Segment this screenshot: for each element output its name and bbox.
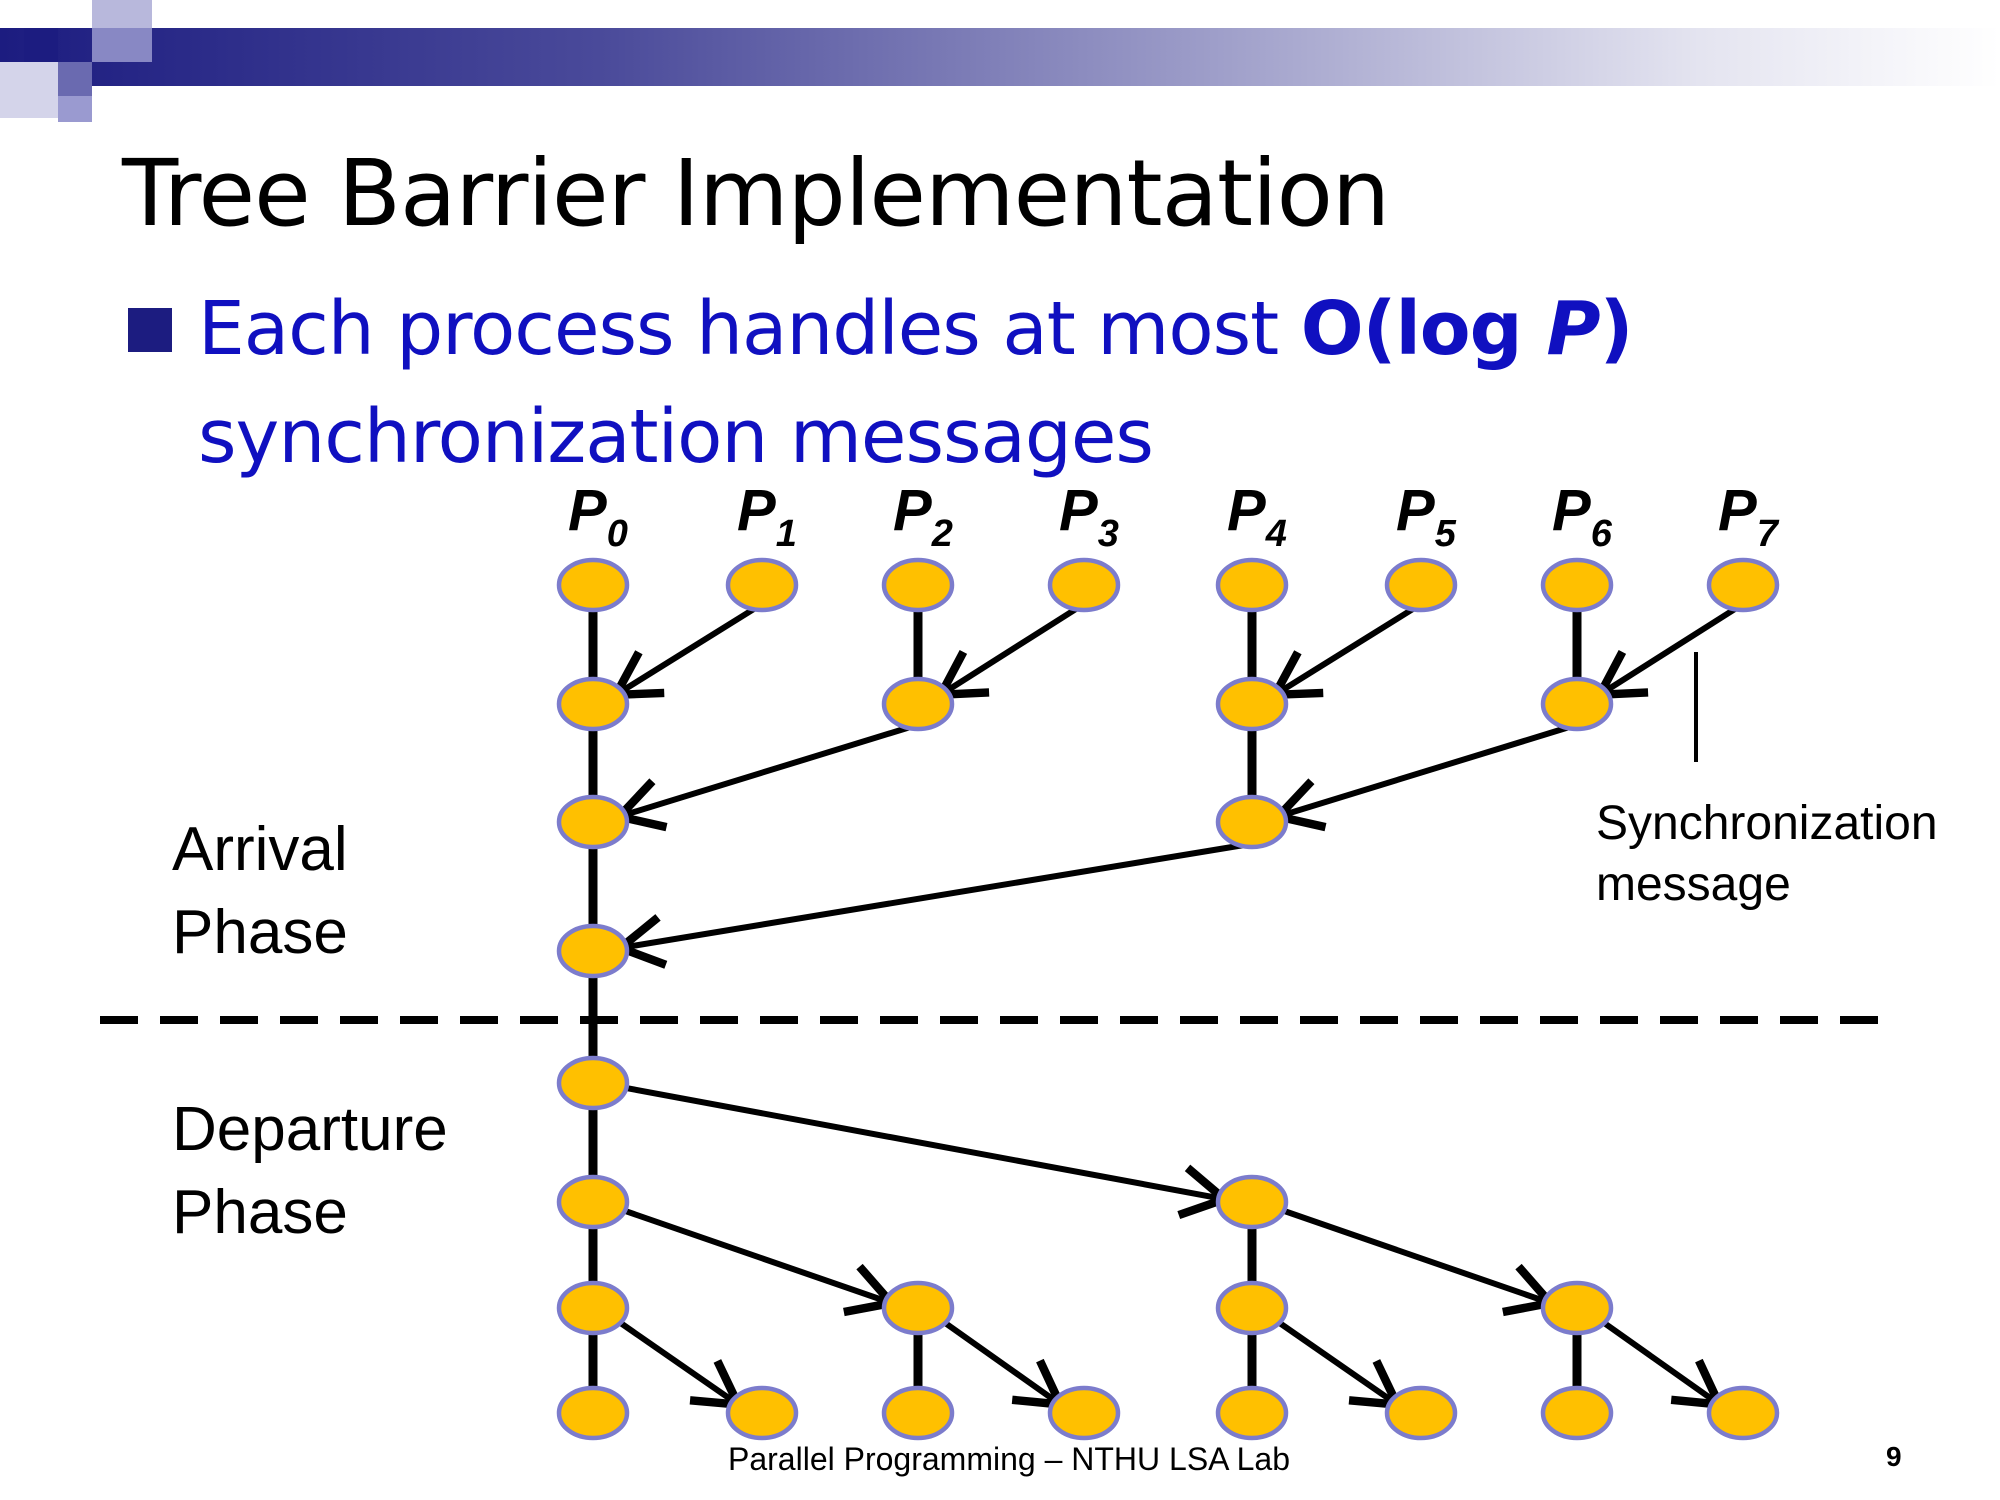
departure-line2: Phase [172,1178,348,1247]
process-node [1215,1280,1289,1336]
sync-message-arrow [1267,605,1417,700]
sync-message-arrow [611,724,912,832]
process-node [556,1280,630,1336]
bullet-text: Each process handles at most O(log P) syn… [198,275,1698,491]
process-label-p0: P0 [568,478,628,555]
arrival-line1: Arrival [172,815,348,884]
process-node [1215,676,1289,732]
process-node [1384,557,1458,613]
process-node [556,794,630,850]
process-node [881,676,955,732]
logo-square-dark [24,28,58,62]
process-node [556,1385,630,1441]
logo-square-light [0,62,58,118]
process-node [556,676,630,732]
process-node [1384,1385,1458,1441]
header-band [0,28,2000,86]
process-node [1215,557,1289,613]
emphasis-close: ) [1599,286,1634,372]
process-node [1540,1385,1614,1441]
sync-message-arrow [1266,1202,1559,1317]
logo-square-mid [92,28,152,62]
process-node [556,1055,630,1111]
process-node [881,1385,955,1441]
arrival-line2: Phase [172,898,348,967]
process-node [725,1385,799,1441]
process-node [556,923,630,979]
arrival-phase-label: Arrival Phase [172,808,348,974]
sync-message-arrow [607,1202,900,1317]
logo-square-light [58,96,92,122]
footer-text: Parallel Programming – NTHU LSA Lab [728,1441,1291,1477]
sync-message-arrow [1588,1310,1727,1410]
process-node [1540,676,1614,732]
bullet-emphasis: O(log P) [1300,286,1634,372]
process-label-p6: P6 [1552,478,1613,555]
departure-phase-label: Departure Phase [172,1088,448,1254]
sync-message-arrow [1263,1310,1405,1410]
process-node [881,1280,955,1336]
process-label-p7: P7 [1718,478,1780,555]
sync-message-arrow [604,1310,746,1410]
process-node [1047,1385,1121,1441]
bullet-prefix: Each process handles at most [198,286,1301,372]
process-node [1706,557,1780,613]
process-node [1215,1385,1289,1441]
process-label-p3: P3 [1059,478,1119,555]
process-label-p5: P5 [1396,478,1457,555]
process-label-p4: P4 [1227,478,1287,555]
process-node [1540,557,1614,613]
emphasis-o: O(log [1300,286,1547,372]
slide-title: Tree Barrier Implementation [122,140,1390,247]
emphasis-p: P [1546,286,1600,372]
sync-message-arrow [933,605,1080,700]
process-label-p1: P1 [737,478,797,555]
sync-message-arrow [1270,724,1571,832]
annotation-line1: Synchronization [1596,797,1938,850]
process-node [556,1174,630,1230]
process-node [1215,1174,1289,1230]
sync-message-arrow [608,605,758,700]
synchronization-message-annotation: Synchronization message [1596,793,1938,915]
process-node [1540,1280,1614,1336]
process-node [881,557,955,613]
logo-square-light [92,0,152,28]
bullet-square-icon [128,308,172,352]
departure-line1: Departure [172,1095,448,1164]
process-node [1706,1385,1780,1441]
logo-square-mid [58,62,92,96]
sync-message-arrow [929,1310,1068,1410]
process-node [1047,557,1121,613]
process-node [725,557,799,613]
process-node [556,557,630,613]
annotation-line2: message [1596,858,1791,911]
sync-message-arrow [1592,605,1739,700]
bullet-suffix: synchronization messages [198,394,1154,480]
process-label-p2: P2 [893,478,953,555]
sync-message-arrow [608,1081,1233,1220]
page-number: 9 [1886,1441,1902,1472]
sync-message-arrow [612,842,1245,969]
process-node [1215,794,1289,850]
